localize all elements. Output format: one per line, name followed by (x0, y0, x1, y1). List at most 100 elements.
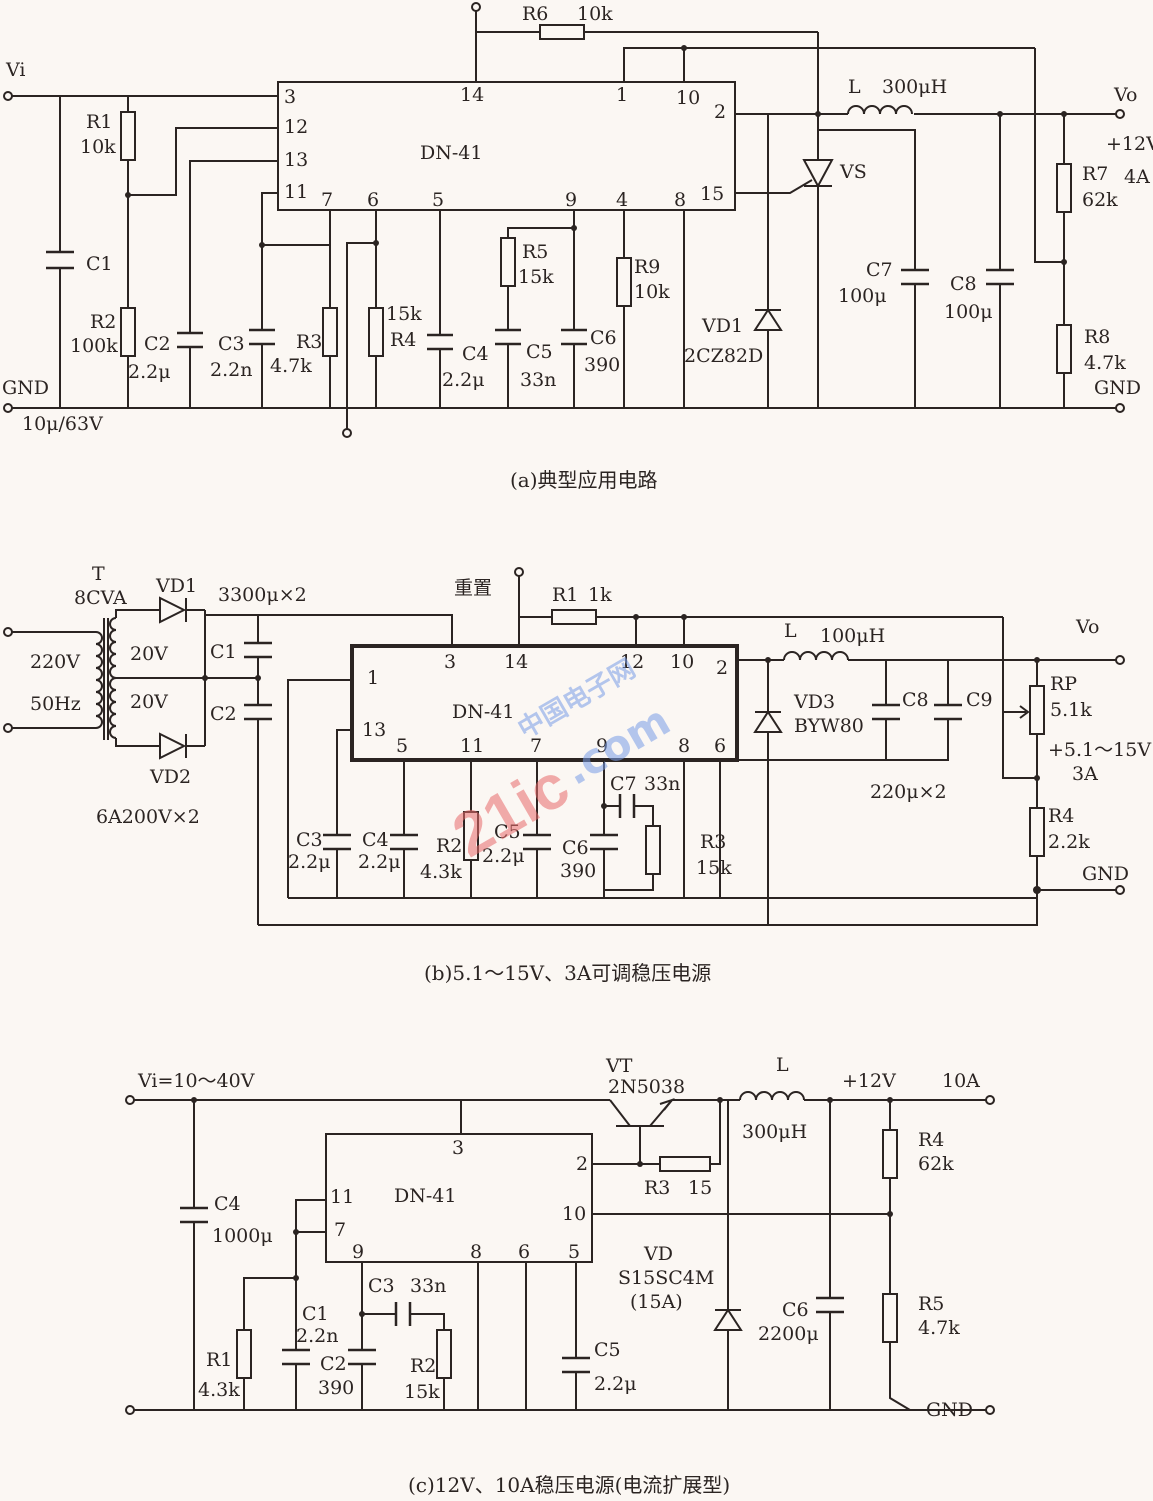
r1-label-a: R1 (86, 111, 112, 133)
pin-2-a: 2 (714, 101, 726, 123)
l-label-a: L (848, 76, 861, 98)
pin-6-c: 6 (518, 1241, 530, 1263)
rp-label-b: RP (1050, 673, 1077, 695)
r3-label-c: R3 (644, 1177, 670, 1199)
l-value-b: 100μH (820, 625, 885, 647)
r3-value-b: 15k (696, 857, 732, 879)
out-amp-c: 10A (942, 1070, 980, 1092)
vi-label-c: Vi=10～40V (137, 1070, 255, 1092)
pin-7-a: 7 (321, 189, 333, 211)
vd1-label-a: VD1 (701, 315, 743, 337)
pin-15-a: 15 (700, 183, 724, 205)
chip-label-a: DN-41 (420, 142, 482, 164)
c6-label-a: C6 (590, 327, 617, 349)
c5-label-b: C5 (494, 821, 521, 843)
t-value-b: 8CVA (74, 587, 127, 609)
diagram-b: DN-41 1 13 3 14 12 10 2 5 11 7 9 8 6 T 8… (3, 563, 1151, 985)
c2-value-c: 390 (318, 1377, 354, 1399)
pin-6-b: 6 (714, 735, 726, 757)
pin-2-b: 2 (716, 657, 728, 679)
vd3-label-b: VD3 (793, 691, 835, 713)
pin-13-b: 13 (362, 719, 386, 741)
sec2-b: 20V (130, 691, 168, 713)
mains-volt-b: 220V (30, 651, 80, 673)
c5-value-a: 33n (520, 369, 556, 391)
r1-value-a: 10k (80, 136, 116, 158)
diagram-a: DN-41 3 12 13 11 7 6 5 9 4 8 14 1 10 2 1… (2, 2, 1153, 492)
pin-12-b: 12 (620, 651, 644, 673)
c8-label-a: C8 (950, 273, 977, 295)
c2-value-a: 2.2μ (128, 361, 171, 383)
c3-value-c: 33n (410, 1275, 446, 1297)
mains-freq-b: 50Hz (30, 693, 81, 715)
c4-label-c: C4 (214, 1193, 241, 1215)
vt-value-c: 2N5038 (608, 1076, 685, 1098)
c-value-b: 3300μ×2 (218, 584, 307, 606)
l-label-c: L (776, 1054, 789, 1076)
pin-8-b: 8 (678, 735, 690, 757)
c1-value-c: 2.2n (296, 1325, 338, 1347)
c4-label-b: C4 (362, 829, 389, 851)
gnd-label-c: GND (926, 1399, 973, 1421)
c1-value-a: 10μ/63V (22, 413, 103, 435)
c1-label-b: C1 (210, 641, 237, 663)
pin-3-b: 3 (444, 651, 456, 673)
pin-9-b: 9 (596, 735, 608, 757)
vd-value-b: 6A200V×2 (96, 806, 200, 828)
pin-10-c: 10 (562, 1203, 586, 1225)
r2-value-c: 15k (404, 1381, 440, 1403)
c4-value-a: 2.2μ (442, 369, 485, 391)
c5-label-c: C5 (594, 1339, 621, 1361)
c3-label-c: C3 (368, 1275, 395, 1297)
r5-value-a: 15k (518, 266, 554, 288)
chip-label-c: DN-41 (394, 1185, 456, 1207)
c4-value-b: 2.2μ (358, 851, 401, 873)
r2-value-b: 4.3k (420, 861, 462, 883)
pin-7-c: 7 (334, 1219, 346, 1241)
c6-label-b: C6 (562, 837, 589, 859)
c7-label-b: C7 (610, 773, 637, 795)
pin-5-b: 5 (396, 735, 408, 757)
chip-label-b: DN-41 (452, 701, 514, 723)
vo-label-a: Vo (1113, 84, 1137, 106)
r3-value-a: 4.7k (270, 355, 312, 377)
out-volt-c: +12V (842, 1070, 896, 1092)
r7-label-a: R7 (1082, 163, 1108, 185)
vd-amp-c: (15A) (630, 1291, 683, 1313)
c3-value-a: 2.2n (210, 359, 252, 381)
c5-value-b: 2.2μ (482, 845, 525, 867)
c6-value-a: 390 (584, 354, 620, 376)
r1-value-b: 1k (588, 584, 612, 606)
l-value-c: 300μH (742, 1121, 807, 1143)
vo-volt-a: +12V (1106, 133, 1153, 155)
r2-label-b: R2 (436, 835, 462, 857)
pin-11-b: 11 (460, 735, 484, 757)
r8-value-a: 4.7k (1084, 352, 1126, 374)
pin-2-c: 2 (576, 1153, 588, 1175)
r7-value-a: 62k (1082, 189, 1118, 211)
gnd-label-b: GND (1082, 863, 1129, 885)
r3-label-a: R3 (296, 331, 322, 353)
gnd-label-a-right: GND (1094, 377, 1141, 399)
pin-9-c: 9 (352, 1241, 364, 1263)
vd1-value-a: 2CZ82D (684, 345, 763, 367)
r6-label-a: R6 (522, 3, 548, 25)
vs-label-a: VS (839, 161, 867, 183)
c1-label-c: C1 (302, 1303, 329, 1325)
c8-label-b: C8 (902, 689, 929, 711)
sec1-b: 20V (130, 643, 168, 665)
c5-label-a: C5 (526, 341, 553, 363)
r4-label-a: R4 (390, 329, 416, 351)
r5-label-a: R5 (522, 241, 548, 263)
pin-3-c: 3 (452, 1137, 464, 1159)
diagram-c: DN-41 3 11 7 9 8 6 5 2 10 Vi=10～40V VT 2… (125, 1054, 995, 1497)
vo-label-b: Vo (1075, 616, 1099, 638)
r4-value-a: 15k (386, 303, 422, 325)
r1-value-c: 4.3k (198, 1379, 240, 1401)
c3-label-a: C3 (218, 333, 245, 355)
vi-label-a: Vi (5, 59, 25, 81)
pin-13-a: 13 (284, 149, 308, 171)
r6-value-a: 10k (577, 3, 613, 25)
pin-1-a: 1 (616, 84, 628, 106)
rp-value-b: 5.1k (1050, 699, 1092, 721)
